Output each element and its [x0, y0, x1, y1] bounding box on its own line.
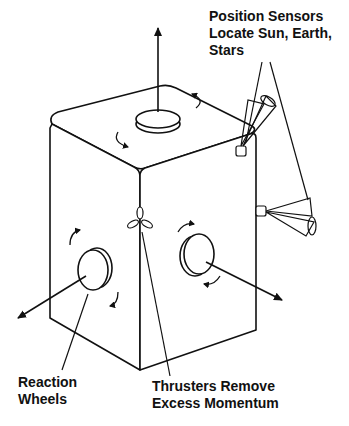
leader-lines [62, 62, 308, 376]
position-sensors [236, 94, 316, 236]
top-reaction-wheel [116, 28, 200, 147]
right-reaction-wheel [178, 224, 282, 300]
thruster-symbol [126, 207, 153, 230]
left-reaction-wheel [18, 230, 118, 318]
thruster-label: Thrusters Remove Excess Momentum [150, 378, 289, 412]
cube-body [50, 85, 256, 370]
wheel-label: Reaction Wheels [16, 374, 92, 408]
sensor-label: Position Sensors Locate Sun, Earth, Star… [207, 8, 346, 59]
